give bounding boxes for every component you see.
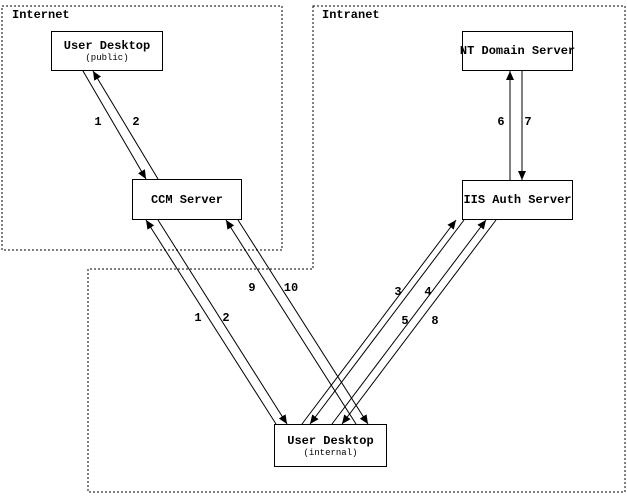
- edge-arrow: [331, 219, 487, 425]
- edge-step-label: 6: [497, 115, 505, 129]
- edge-arrow: [341, 219, 497, 425]
- edge-arrow: [92, 70, 159, 180]
- edge-arrow: [82, 70, 147, 180]
- node-sublabel: (internal): [303, 447, 358, 458]
- node-iis-auth-server: IIS Auth Server: [462, 180, 573, 220]
- edge-arrow: [309, 219, 465, 425]
- edge-step-label: 7: [524, 115, 532, 129]
- edge-step-label: 1: [94, 115, 102, 129]
- node-label: NT Domain Server: [459, 44, 576, 58]
- intranet-region-border: [87, 5, 626, 493]
- edge-step-label: 9: [248, 281, 256, 295]
- node-sublabel: (public): [85, 53, 129, 63]
- edge-step-label: 8: [431, 314, 439, 328]
- edge-step-label: 3: [394, 285, 402, 299]
- node-label: User Desktop: [287, 433, 374, 448]
- edge-arrow: [301, 219, 457, 425]
- node-user-desktop-internal: User Desktop(internal): [274, 424, 387, 467]
- edge-arrow: [145, 219, 277, 425]
- node-user-desktop-public: User Desktop(public): [51, 31, 163, 71]
- node-label: CCM Server: [150, 192, 223, 207]
- edge-step-label: 5: [401, 314, 409, 328]
- edge-step-label: 1: [194, 311, 202, 325]
- node-label: User Desktop: [63, 39, 151, 53]
- edge-arrow: [225, 219, 357, 425]
- edge-step-label: 4: [424, 285, 432, 299]
- edge-step-label: 2: [132, 115, 140, 129]
- node-label: IIS Auth Server: [463, 193, 572, 207]
- intranet-region-label: Intranet: [322, 8, 380, 22]
- edge-arrow: [237, 219, 369, 425]
- edge-step-label: 10: [283, 281, 299, 295]
- edge-arrow: [157, 219, 288, 425]
- edge-step-label: 2: [222, 311, 230, 325]
- internet-region-label: Internet: [12, 8, 70, 22]
- node-nt-domain-server: NT Domain Server: [459, 31, 576, 71]
- internet-region-border: [1, 5, 283, 251]
- node-ccm-server: CCM Server: [132, 179, 242, 220]
